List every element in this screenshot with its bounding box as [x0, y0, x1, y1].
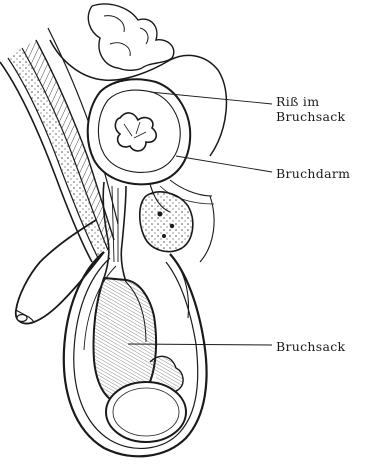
label-riss-im-bruchsack: Riß im Bruchsack [276, 94, 345, 124]
label-bruchdarm: Bruchdarm [276, 166, 350, 181]
upper-organ-mass [88, 4, 174, 70]
label-bruchsack: Bruchsack [276, 339, 345, 354]
herniated-intestine [88, 79, 190, 184]
pubic-bone [140, 192, 193, 252]
label-riss-line1: Riß im [276, 94, 345, 109]
label-riss-line2: Bruchsack [276, 109, 345, 124]
leader-bruchdarm [176, 156, 272, 172]
